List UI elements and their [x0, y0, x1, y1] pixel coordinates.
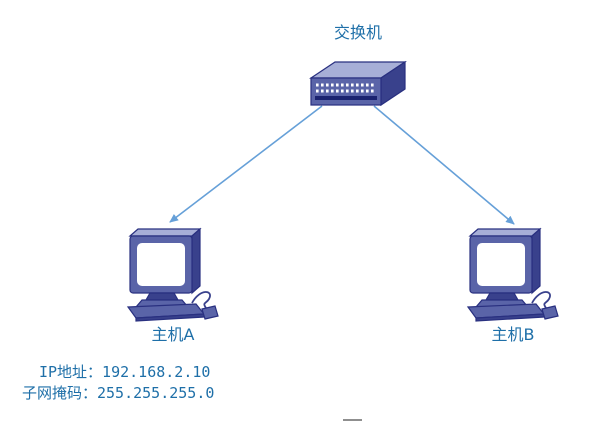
keyboard — [466, 303, 546, 322]
computer-icon — [126, 227, 219, 322]
subnet-mask-text: 子网掩码：255.255.255.0 — [22, 384, 215, 402]
host-b-label: 主机B — [491, 325, 535, 344]
monitor — [128, 227, 202, 295]
host-a-node[interactable]: 主机A — [118, 224, 228, 345]
switch-label: 交换机 — [333, 23, 382, 42]
ip-annotation: IP地址：192.168.2.10 子网掩码：255.255.255.0 — [22, 362, 214, 404]
host-a-label: 主机A — [151, 325, 195, 344]
computer-icon — [466, 227, 559, 322]
ip-address-text: IP地址：192.168.2.10 — [39, 363, 211, 381]
cropped-caption-mark — [343, 419, 362, 421]
link-switch-to-host-b — [373, 105, 515, 225]
monitor — [468, 227, 542, 295]
link-switch-to-host-a — [169, 105, 323, 223]
mouse — [531, 291, 559, 320]
switch-icon — [309, 60, 407, 107]
host-b-node[interactable]: 主机B — [458, 224, 568, 345]
switch-chassis — [309, 60, 407, 107]
mouse — [191, 291, 219, 320]
switch-slot — [315, 96, 377, 100]
keyboard — [126, 303, 206, 322]
switch-node[interactable]: 交换机 — [308, 23, 408, 110]
